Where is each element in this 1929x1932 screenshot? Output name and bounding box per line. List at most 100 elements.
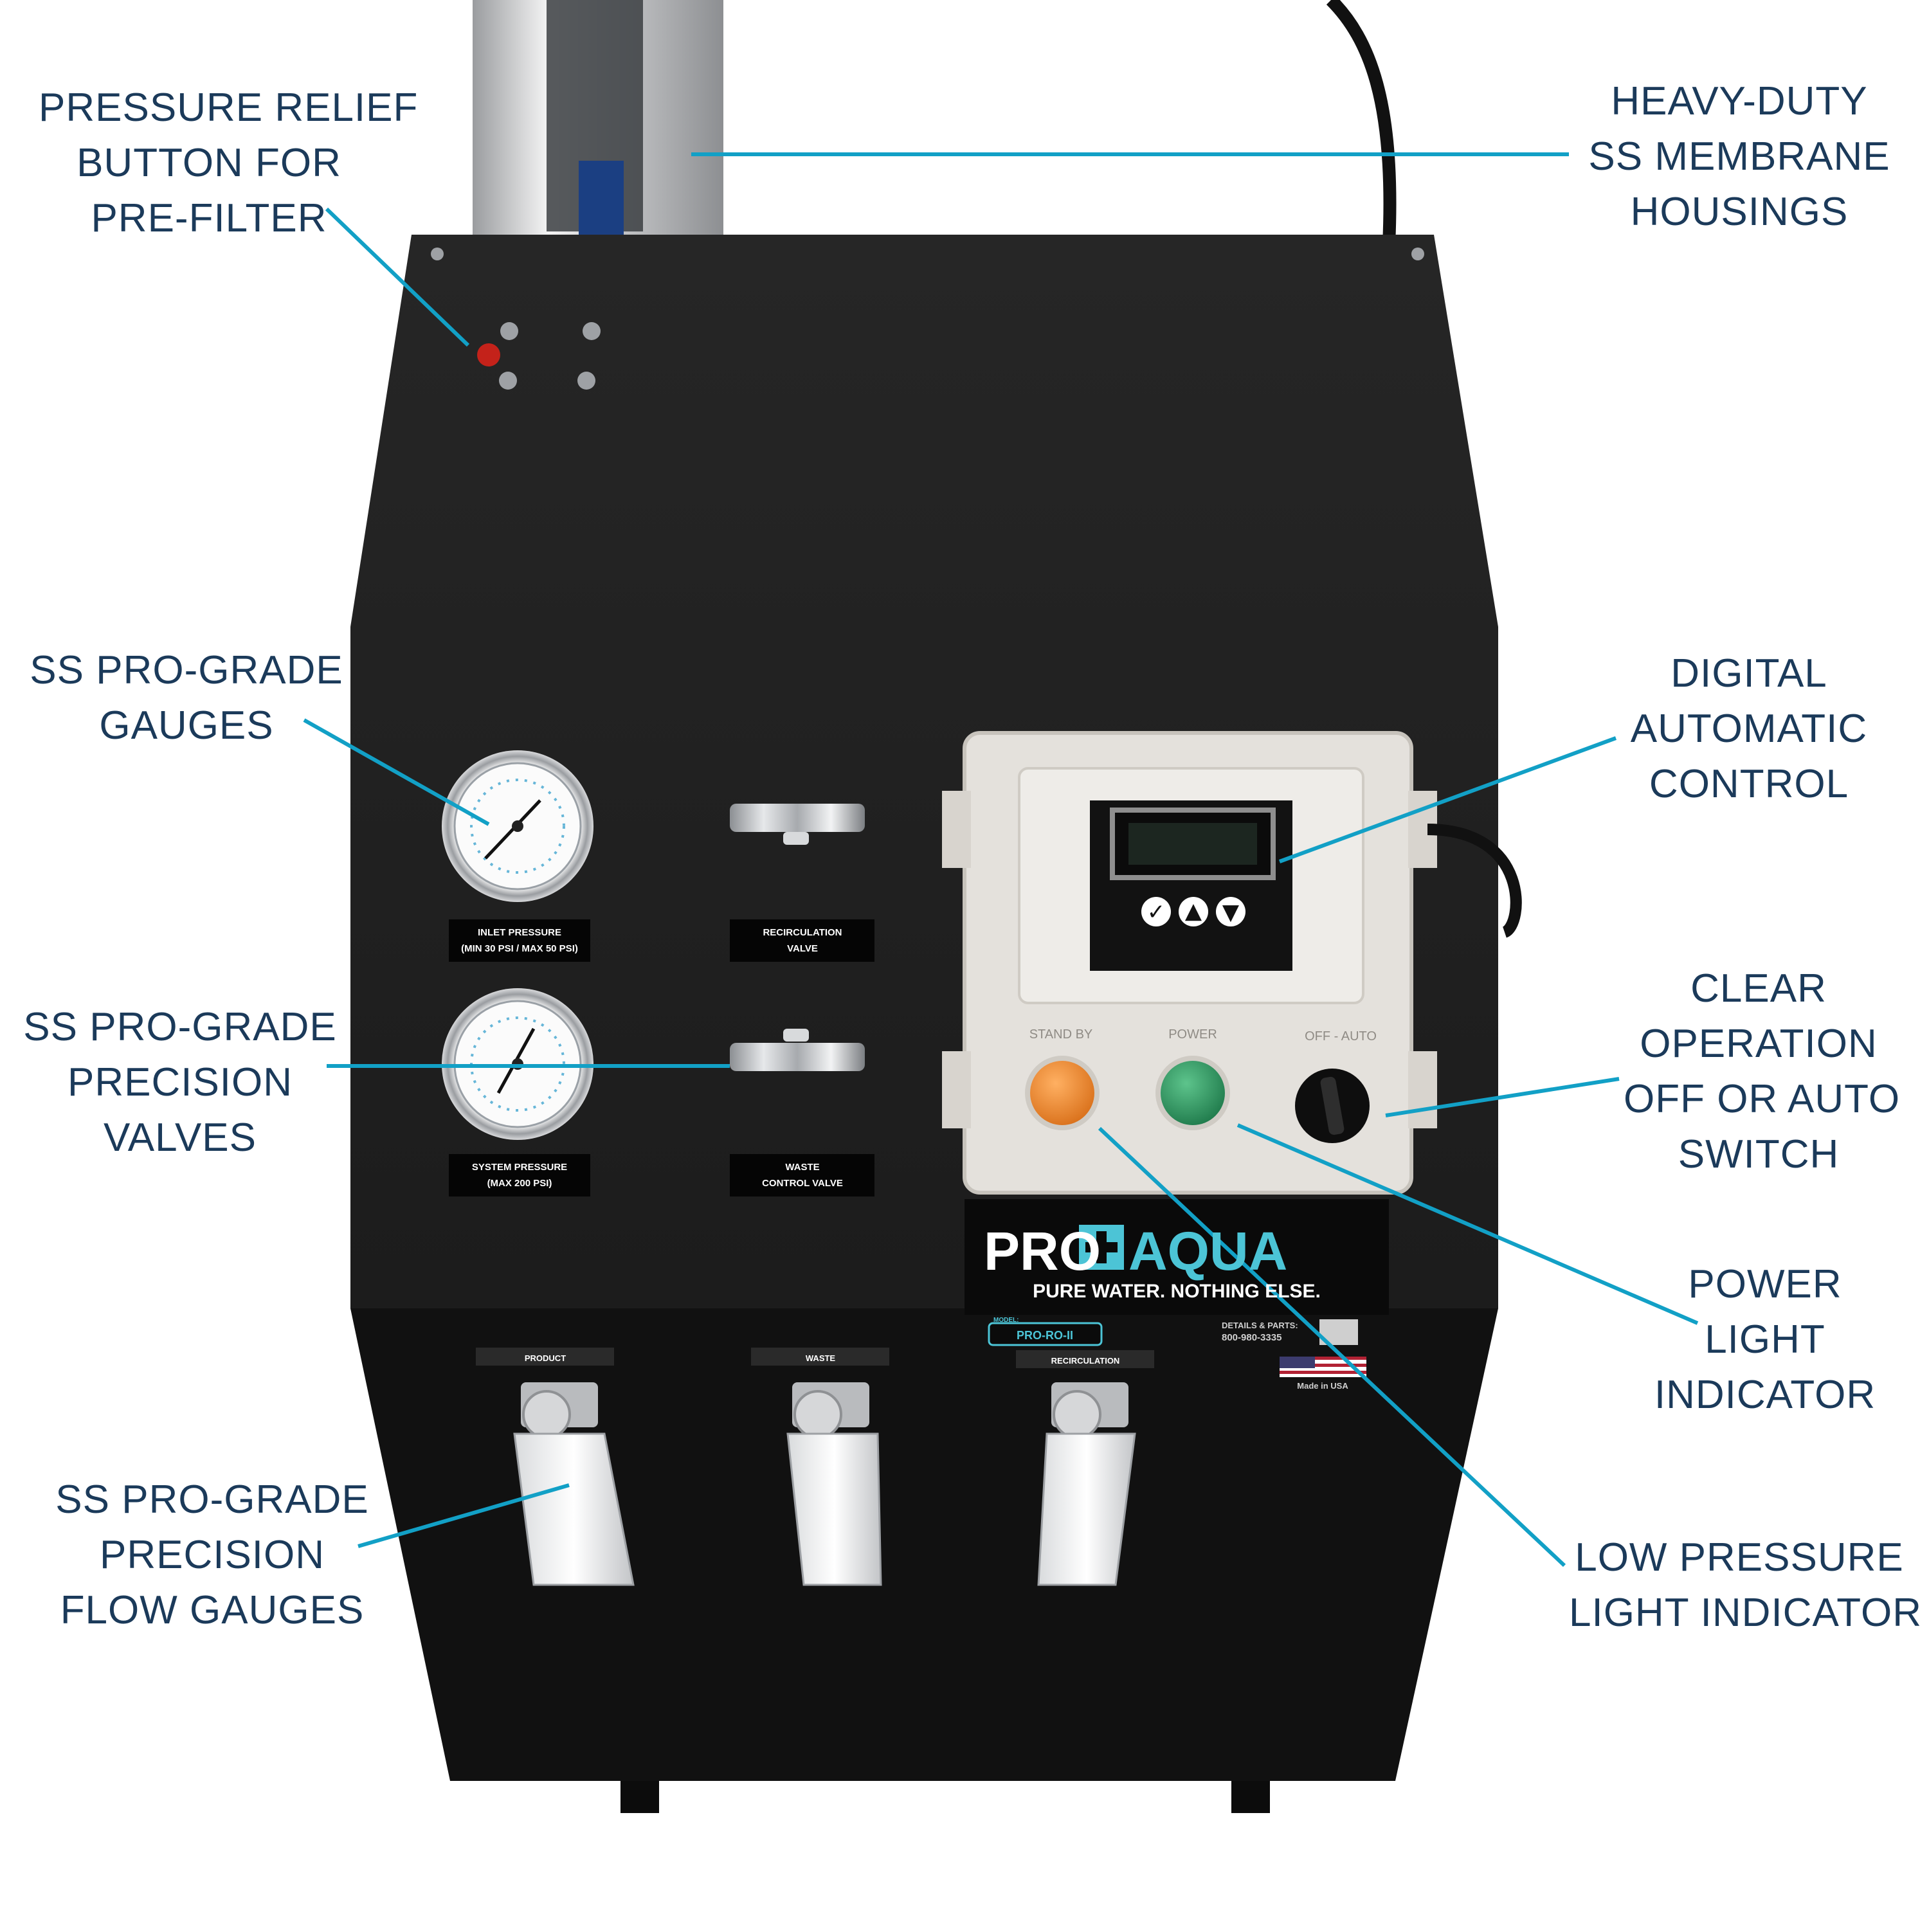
flow-meter-waste (786, 1382, 882, 1586)
recirculation-valve-body (730, 804, 865, 845)
inlet-label-plate (449, 919, 590, 962)
waste-label-plate (730, 1154, 874, 1196)
callout-line: CLEAR (1690, 966, 1827, 1011)
callout-power-light: POWER LIGHT INDICATOR (1643, 1257, 1887, 1423)
callout-line: PRECISION (99, 1533, 325, 1577)
leader-low-pressure-light (1098, 1126, 1566, 1567)
callout-line: OPERATION (1640, 1022, 1878, 1066)
callout-line: VALVES (103, 1115, 257, 1160)
callout-gauges: SS PRO-GRADE GAUGES (26, 643, 347, 754)
brand-tagline: PURE WATER. NOTHING ELSE. (1033, 1281, 1321, 1302)
waste-label-line-1: WASTE (785, 1162, 819, 1173)
callout-line: INDICATOR (1654, 1373, 1876, 1417)
check-key[interactable] (1141, 897, 1171, 926)
flow-meter-product (513, 1382, 635, 1586)
power-cord (1326, 0, 1397, 245)
brand-plate (964, 1199, 1389, 1315)
system-label-plate (449, 1154, 590, 1196)
callout-digital-control: DIGITAL AUTOMATIC CONTROL (1620, 646, 1878, 812)
callout-line: HEAVY-DUTY (1611, 79, 1868, 123)
details-label: DETAILS & PARTS: (1222, 1321, 1298, 1330)
cabinet-foot-left (620, 1781, 659, 1813)
details-phone: 800-980-3335 (1222, 1332, 1281, 1343)
standby-label: STAND BY (1029, 1027, 1093, 1042)
callout-precision-valves: SS PRO-GRADE PRECISION VALVES (19, 1000, 341, 1166)
flow-meter-recirculation (1037, 1382, 1136, 1586)
model-label: MODEL: (993, 1317, 1019, 1324)
power-cable-right (1427, 824, 1522, 938)
callout-line: LIGHT (1705, 1317, 1825, 1362)
system-label-line-2: (MAX 200 PSI) (487, 1178, 552, 1189)
check-icon: ✓ (1147, 899, 1166, 925)
callout-line: PRE-FILTER (91, 196, 327, 240)
brand-name-left: PRO (984, 1221, 1101, 1281)
made-in-usa: Made in USA (1297, 1381, 1348, 1391)
flow-recirc-label: RECIRCULATION (1051, 1356, 1120, 1366)
power-label: POWER (1168, 1027, 1217, 1042)
inlet-pressure-gauge (442, 750, 593, 902)
cabinet-lower (350, 1308, 1498, 1781)
up-key[interactable] (1179, 897, 1208, 926)
waste-valve-body (730, 1029, 865, 1071)
callout-line: GAUGES (99, 703, 274, 748)
system-label-line-1: SYSTEM PRESSURE (472, 1162, 567, 1173)
callout-line: CONTROL (1649, 762, 1849, 806)
callout-line: HOUSINGS (1630, 190, 1849, 234)
recirc-label-plate (730, 919, 874, 962)
flow-recirc-label-plate (1016, 1350, 1154, 1368)
inlet-label-line-2: (MIN 30 PSI / MAX 50 PSI) (461, 943, 578, 954)
callout-line: BUTTON FOR (77, 141, 341, 185)
callout-flow-gauges: SS PRO-GRADE PRECISION FLOW GAUGES (51, 1472, 373, 1638)
arrow-up-icon: ▲ (1185, 898, 1202, 924)
leader-lines (303, 152, 1699, 1567)
callout-line: OFF OR AUTO (1624, 1077, 1901, 1121)
callout-line: PRESSURE RELIEF (39, 86, 419, 130)
callout-line: FLOW GAUGES (60, 1588, 365, 1632)
model-badge (988, 1322, 1103, 1346)
callout-pressure-relief: PRESSURE RELIEF BUTTON FOR PRE-FILTER (39, 80, 419, 246)
callout-line: SS MEMBRANE (1588, 134, 1890, 179)
down-key[interactable] (1216, 897, 1245, 926)
standby-light-button[interactable] (1025, 1056, 1100, 1130)
flow-waste-label-plate (751, 1348, 889, 1366)
callout-membrane-housings: HEAVY-DUTY SS MEMBRANE HOUSINGS (1572, 74, 1906, 240)
pressure-relief-button[interactable] (477, 343, 500, 366)
brand-name-right: AQUA (1128, 1221, 1287, 1281)
recirc-label-line-2: VALVE (787, 943, 818, 954)
callout-line: PRECISION (67, 1060, 293, 1105)
panel-screws (431, 248, 1424, 390)
recirc-label-line-1: RECIRCULATION (763, 927, 842, 938)
cabinet-foot-right (1231, 1781, 1270, 1813)
callout-line: DIGITAL (1671, 651, 1827, 696)
callout-line: LOW PRESSURE (1575, 1535, 1904, 1580)
callout-line: POWER (1688, 1262, 1842, 1306)
leader-off-auto-switch (1385, 1077, 1620, 1117)
flow-product-label-plate (476, 1348, 614, 1366)
flow-product-label: PRODUCT (525, 1353, 566, 1363)
plus-icon (1079, 1225, 1124, 1270)
callout-off-auto-switch: CLEAR OPERATION OFF OR AUTO SWITCH (1624, 961, 1901, 1182)
model-number: PRO-RO-II (1017, 1329, 1073, 1342)
callout-line: SWITCH (1678, 1132, 1840, 1177)
flow-waste-label: WASTE (806, 1353, 836, 1363)
power-light-button[interactable] (1155, 1056, 1230, 1130)
callout-line: SS PRO-GRADE (23, 1005, 337, 1049)
callout-line: SS PRO-GRADE (55, 1477, 369, 1522)
callout-line: SS PRO-GRADE (30, 648, 343, 692)
leader-power-light (1236, 1123, 1699, 1325)
callout-low-pressure-light: LOW PRESSURE LIGHT INDICATOR (1569, 1530, 1922, 1641)
leader-digital-control (1278, 736, 1617, 863)
leader-flow-gauges (358, 1483, 570, 1548)
leader-gauges (303, 718, 490, 826)
callout-line: AUTOMATIC (1630, 707, 1868, 751)
plate-text: INLET PRESSURE (MIN 30 PSI / MAX 50 PSI)… (461, 927, 1119, 1366)
waste-label-line-2: CONTROL VALVE (762, 1178, 843, 1189)
arrow-down-icon: ▼ (1222, 899, 1240, 925)
off-auto-selector-switch[interactable] (1295, 1069, 1370, 1143)
leader-pressure-relief (325, 207, 470, 347)
off-auto-label: OFF - AUTO (1305, 1029, 1377, 1043)
callout-line: LIGHT INDICATOR (1569, 1591, 1922, 1635)
membrane-housing (473, 0, 723, 244)
inlet-label-line-1: INLET PRESSURE (478, 927, 561, 938)
